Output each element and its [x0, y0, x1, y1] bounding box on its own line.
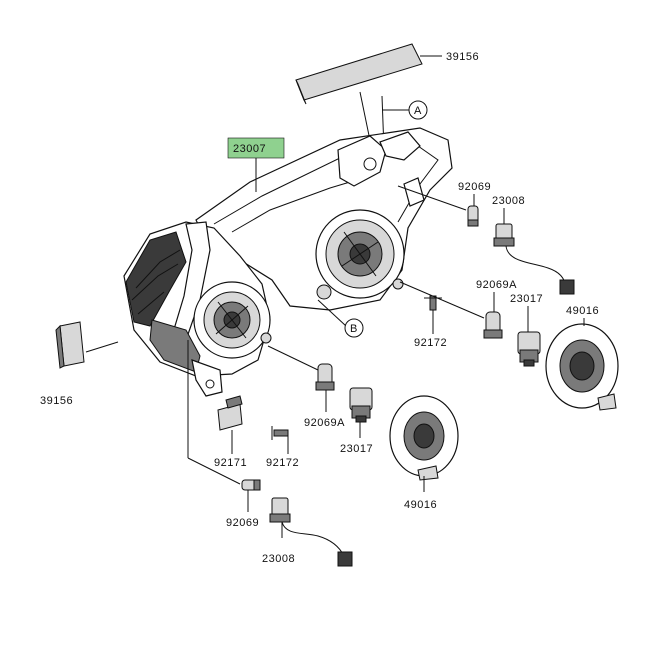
- screw-92172-left[interactable]: [271, 426, 289, 440]
- headlight-housing-23007[interactable]: [123, 127, 453, 397]
- ref-a-label: A: [414, 105, 422, 117]
- callout-39156-top: 39156: [446, 51, 479, 63]
- callout-23017-right: 23017: [510, 293, 543, 305]
- leader-92069-right: [397, 185, 467, 211]
- leader-92069a-left: [267, 345, 319, 371]
- callout-39156-left: 39156: [40, 395, 73, 407]
- sticker-39156-left[interactable]: [55, 321, 119, 369]
- screw-92172-right[interactable]: [424, 295, 442, 311]
- socket-23008-right[interactable]: [493, 223, 575, 295]
- callout-92069-right: 92069: [458, 181, 491, 193]
- callout-92172-right: 92172: [414, 337, 447, 349]
- callout-49016-left: 49016: [404, 499, 437, 511]
- ref-b-label: B: [350, 323, 358, 335]
- callout-23017-left: 23017: [340, 443, 373, 455]
- sticker-39156-top[interactable]: [295, 43, 442, 105]
- cap-49016-right[interactable]: [545, 323, 619, 411]
- callout-23008-left: 23008: [262, 553, 295, 565]
- bulb-92069a-right[interactable]: [483, 311, 503, 339]
- clip-92171[interactable]: [217, 395, 243, 431]
- bulb-92069a-left[interactable]: [315, 363, 335, 391]
- bulb-socket-23017-left[interactable]: [349, 387, 373, 423]
- bulb-92069-left[interactable]: [241, 479, 261, 491]
- callout-92069a-right: 92069A: [476, 279, 517, 291]
- bulb-socket-23017-right[interactable]: [517, 331, 541, 367]
- callout-23007: 23007: [233, 143, 266, 155]
- callout-92172-left: 92172: [266, 457, 299, 469]
- callout-49016-right: 49016: [566, 305, 599, 317]
- callout-92171: 92171: [214, 457, 247, 469]
- cap-49016-left[interactable]: [389, 395, 459, 481]
- callout-92069a-left: 92069A: [304, 417, 345, 429]
- callout-23008-right: 23008: [492, 195, 525, 207]
- leader-92069-left: [187, 457, 241, 485]
- leader-92069a-right: [399, 281, 485, 319]
- ref-b-marker: B: [317, 299, 364, 338]
- callout-92069-left: 92069: [226, 517, 259, 529]
- ref-a-marker: A: [381, 95, 428, 151]
- socket-23008-left[interactable]: [269, 497, 353, 567]
- bulb-92069-right[interactable]: [467, 205, 479, 227]
